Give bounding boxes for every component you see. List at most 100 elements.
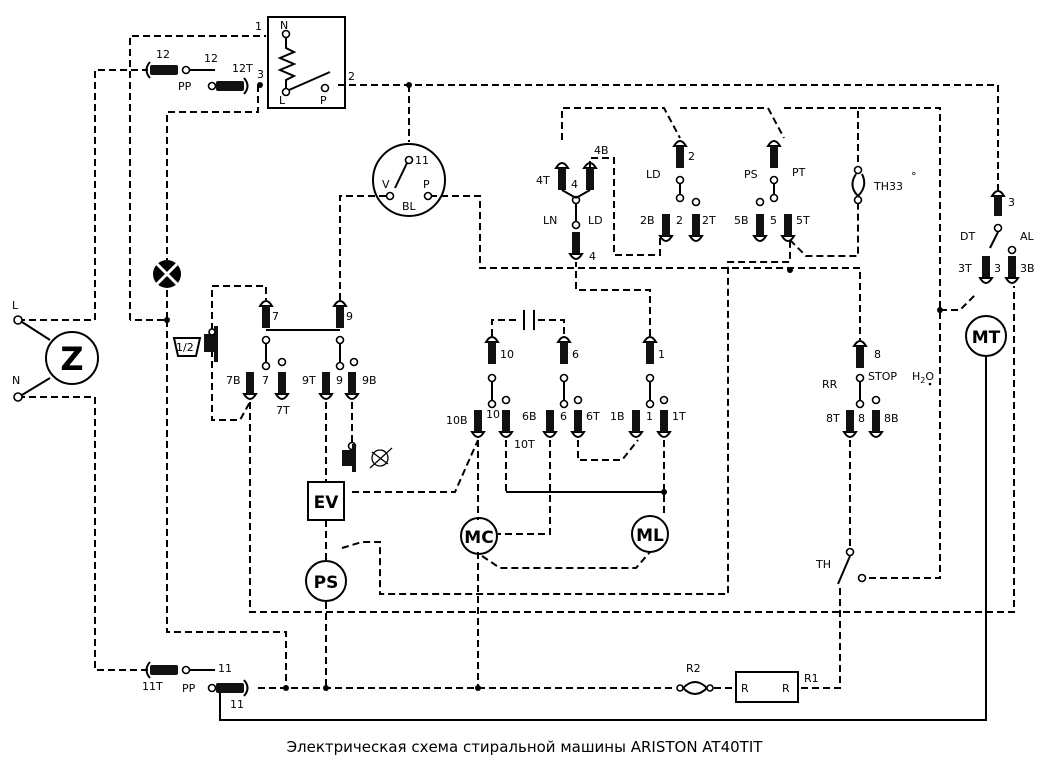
pp-top-connector: 12 PP 12 12T — [145, 48, 253, 95]
door-lock-contact-l: L — [279, 94, 286, 107]
pp-top-pin-12: 12 — [156, 48, 170, 61]
cam-2-b: 2B — [640, 214, 655, 227]
cam-8: 8 RR STOP 8T 8 8B H2O — [822, 340, 934, 438]
pp-bottom-label: PP — [182, 682, 196, 695]
pp-top-label: PP — [178, 80, 192, 93]
cam-3-top: 3 — [1008, 196, 1015, 209]
mc-label: MC — [464, 528, 493, 548]
junction-nodes — [164, 82, 943, 691]
filter-z-symbol — [45, 331, 99, 385]
cam-8-t: 8T — [826, 412, 840, 425]
cam-3-t: 3T — [958, 262, 972, 275]
cam-10-top: 10 — [500, 348, 514, 361]
cam-1-top: 1 — [658, 348, 665, 361]
cam-5-b: 5B — [734, 214, 749, 227]
cam-6-mid: 6 — [560, 410, 567, 423]
heater-r-right: R — [782, 682, 790, 695]
cam-9-top: 9 — [346, 310, 353, 323]
ev-label: EV — [314, 493, 340, 513]
cam-7: 7 7B 7 7T — [226, 300, 290, 417]
door-lock-contact-p: P — [320, 94, 327, 107]
cam-9-b: 9B — [362, 374, 377, 387]
cam-10-b: 10B — [446, 414, 468, 427]
cam-7-top: 7 — [272, 310, 279, 323]
mt-motor: MT — [965, 315, 1007, 357]
mt-label: MT — [972, 328, 1001, 348]
cam-2-mid: 2 — [676, 214, 683, 227]
cam-3-b: 3B — [1020, 262, 1035, 275]
signal-lamp — [153, 260, 181, 288]
timer-contact-p: P — [423, 178, 430, 191]
r1-label: R1 — [804, 672, 819, 685]
pp-bottom-pin-11t: 11T — [142, 680, 163, 693]
cam-4-t: 4T — [536, 174, 550, 187]
cam-1-t: 1T — [672, 410, 686, 423]
pp-bottom-connector: 11 11T PP 11 — [142, 661, 249, 711]
heater-r-left: R — [741, 682, 749, 695]
cam-1: 1 1B 1 1T — [610, 336, 686, 438]
cam-2-ld: LD — [646, 168, 661, 181]
ml-motor: ML — [631, 515, 669, 553]
cam-3-mid: 3 — [994, 262, 1001, 275]
th33-degree-mark: ° — [911, 170, 917, 183]
r2-label: R2 — [686, 662, 701, 675]
r1-heater: R R R1 — [735, 671, 819, 703]
door-lock-pin-2: 2 — [348, 70, 355, 83]
diagram-caption: Электрическая схема стиральной машины AR… — [286, 738, 763, 756]
timer-contact-v: V — [382, 178, 390, 191]
cam-5-ps: PS — [744, 168, 758, 181]
cam-8-top: 8 — [874, 348, 881, 361]
pressostat-switch — [342, 441, 393, 472]
cam-8-rr: RR — [822, 378, 838, 391]
cam-7-b: 7B — [226, 374, 241, 387]
th33-thermostat: TH33 ° — [851, 165, 917, 205]
cam-5-pt: PT — [792, 166, 806, 179]
solid-lines — [219, 329, 987, 721]
cam-9: 9 9T 9 9B — [302, 300, 377, 400]
cam-4: 4T 4 4B LN LD 4 — [536, 144, 609, 263]
cam-10-t: 10T — [514, 438, 535, 451]
cam-5-t: 5T — [796, 214, 810, 227]
timer-contact-bl: BL — [402, 200, 417, 213]
door-lock-pin-3: 3 — [257, 68, 264, 81]
cam-8-b: 8B — [884, 412, 899, 425]
pp-top-pin-12t: 12T — [232, 62, 253, 75]
pp-top-pin-12b: 12 — [204, 52, 218, 65]
cam-6-b: 6B — [522, 410, 537, 423]
cam-6-top: 6 — [572, 348, 579, 361]
cam-2: 2 LD 2B 2 2T — [640, 140, 716, 242]
mc-motor: MC — [460, 517, 498, 555]
mains-input: L N Z — [12, 299, 99, 402]
cam-4-ld: LD — [588, 214, 603, 227]
door-lock-pin-1: 1 — [255, 20, 262, 33]
cam-6: 6 6B 6 6T — [522, 336, 600, 438]
cam-1-b: 1B — [610, 410, 625, 423]
ps-pump: PS — [305, 560, 347, 602]
mains-line-label: L — [12, 299, 19, 312]
ev-valve: EV — [307, 481, 345, 521]
timer-pin-11: 11 — [415, 154, 429, 167]
cam-6-t: 6T — [586, 410, 600, 423]
cam-3-dt: DT — [960, 230, 975, 243]
cam-3: 3 DT AL 3T 3 3B — [958, 190, 1035, 284]
cam-4-mid: 4 — [571, 178, 578, 191]
half-load-label: 1/2 — [176, 341, 194, 354]
timer-switch: 11 V BL P — [372, 143, 446, 217]
h2o-label: H2O — [912, 370, 934, 385]
cam-5-mid: 5 — [770, 214, 777, 227]
cam-4-b: 4B — [594, 144, 609, 157]
cam-3-al: AL — [1020, 230, 1035, 243]
cam-8-mid: 8 — [858, 412, 865, 425]
door-lock-contact-n: N — [280, 19, 288, 32]
door-lock: 1 2 3 N L P — [255, 16, 355, 109]
ps-label: PS — [314, 573, 339, 593]
r2-fuse: R2 — [676, 662, 714, 695]
cam-9-mid: 9 — [336, 374, 343, 387]
wires — [18, 35, 1015, 689]
cam-2-t: 2T — [702, 214, 716, 227]
cam-4-ln: LN — [543, 214, 557, 227]
mains-neutral-label: N — [12, 374, 20, 387]
pp-bottom-pin-11: 11 — [218, 662, 232, 675]
capacitor — [523, 310, 535, 330]
